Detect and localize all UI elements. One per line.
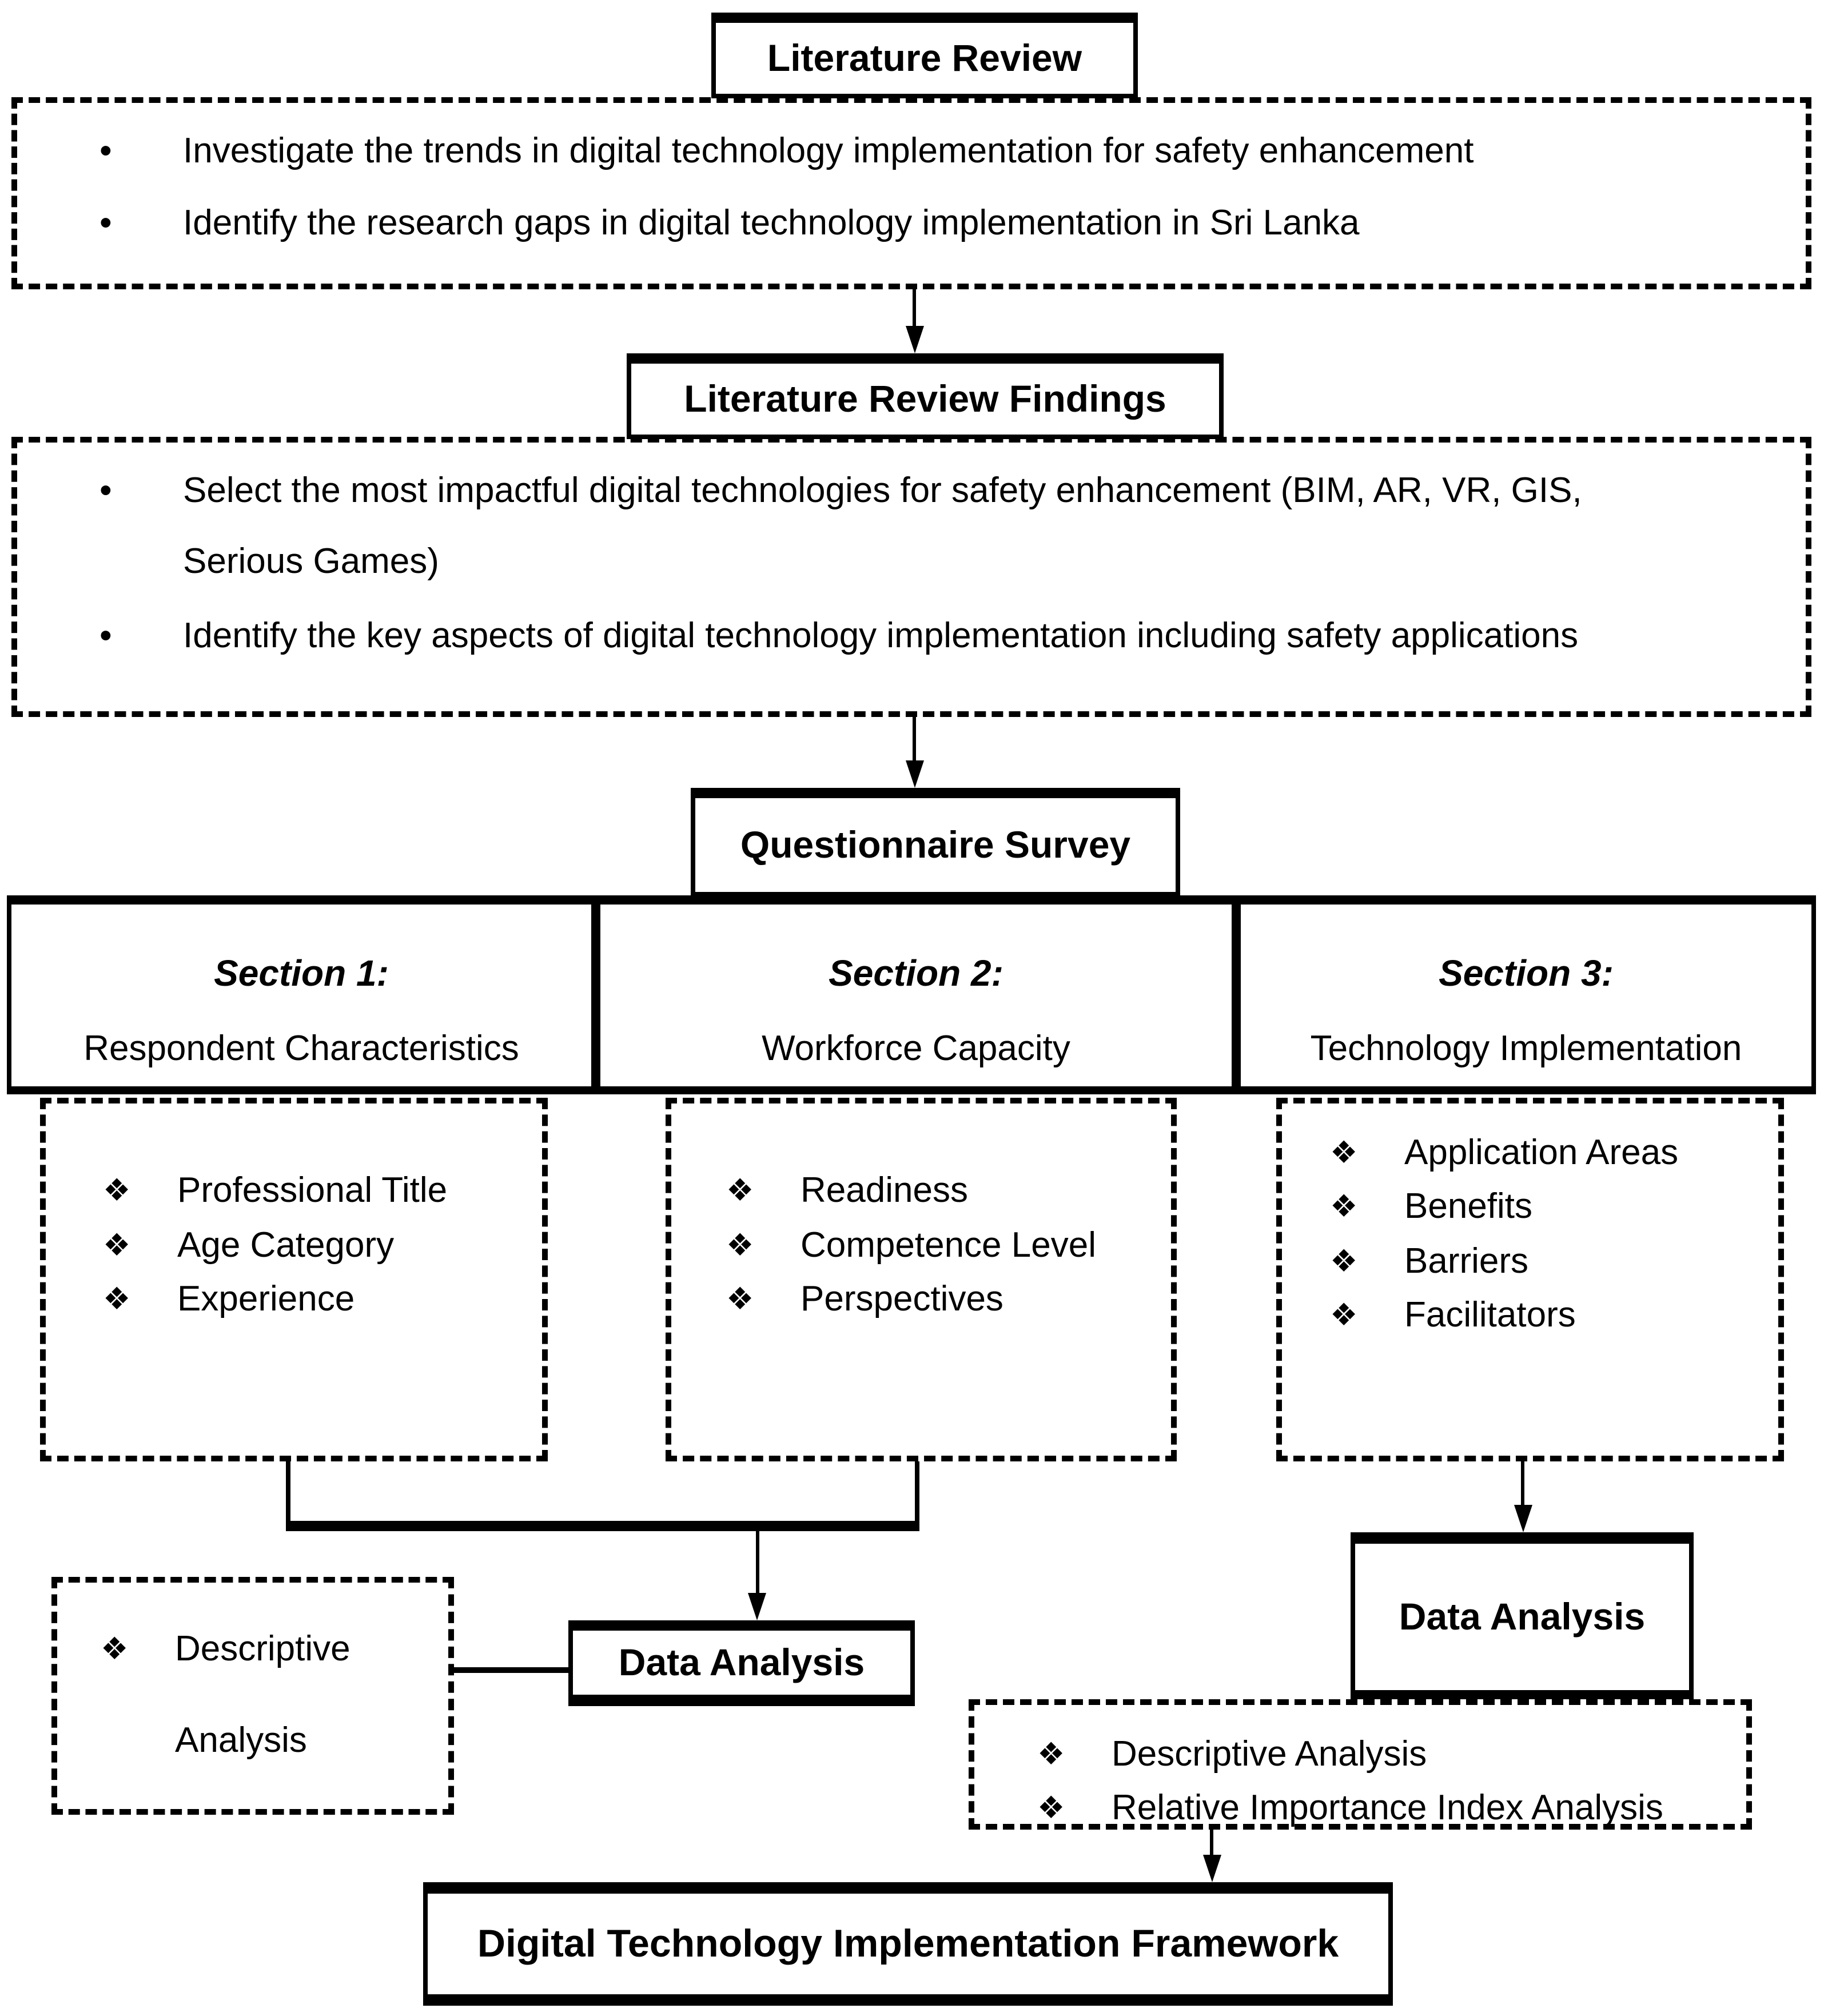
flow-line xyxy=(756,1531,759,1595)
diamond-bullet-icon: ❖ xyxy=(726,1173,754,1207)
data-analysis-right-box: Data Analysis xyxy=(1351,1532,1694,1699)
flow-line xyxy=(1210,1830,1213,1857)
list-item: ❖ Benefits xyxy=(1330,1186,1533,1226)
section-3-box: Section 3: Technology Implementation xyxy=(1236,895,1816,1094)
arrowhead-icon xyxy=(906,760,924,788)
list-item: • Select the most impactful digital tech… xyxy=(99,470,1582,510)
data-analysis-right-title: Data Analysis xyxy=(1399,1595,1646,1637)
arrowhead-icon xyxy=(906,326,924,353)
diamond-bullet-icon: ❖ xyxy=(726,1228,754,1262)
list-item: ❖ Professional Title xyxy=(103,1170,448,1210)
flow-line xyxy=(913,717,916,763)
list-item: ❖ Experience xyxy=(103,1278,355,1318)
diamond-bullet-icon: ❖ xyxy=(1330,1135,1358,1169)
section-3-label: Section 3: xyxy=(1439,953,1614,994)
diamond-bullet-icon: ❖ xyxy=(1037,1790,1065,1824)
list-item-continuation: Serious Games) xyxy=(183,541,439,581)
list-item: ❖ Age Category xyxy=(103,1225,395,1265)
list-item: ❖ Readiness xyxy=(726,1170,968,1210)
bullet-icon: • xyxy=(99,202,112,242)
questionnaire-survey-title: Questionnaire Survey xyxy=(740,823,1131,866)
list-item: • Investigate the trends in digital tech… xyxy=(99,130,1474,170)
left-analysis-items-box: ❖ Descriptive Analysis xyxy=(51,1577,454,1815)
questionnaire-survey-box: Questionnaire Survey xyxy=(691,788,1180,897)
arrowhead-icon xyxy=(1514,1505,1532,1532)
section-2-box: Section 2: Workforce Capacity xyxy=(596,895,1236,1094)
list-item: ❖ Perspectives xyxy=(726,1278,1003,1318)
section-1-box: Section 1: Respondent Characteristics xyxy=(7,895,596,1094)
list-item: ❖ Relative Importance Index Analysis xyxy=(1037,1787,1663,1827)
section-2-name: Workforce Capacity xyxy=(762,1028,1070,1068)
framework-title: Digital Technology Implementation Framew… xyxy=(477,1922,1339,1965)
diamond-bullet-icon: ❖ xyxy=(103,1173,131,1207)
diamond-bullet-icon: ❖ xyxy=(1037,1736,1065,1771)
right-analysis-items-box: ❖ Descriptive Analysis ❖ Relative Import… xyxy=(969,1699,1752,1830)
data-analysis-left-box: Data Analysis xyxy=(568,1620,915,1706)
list-item: • Identify the key aspects of digital te… xyxy=(99,615,1579,655)
list-item: ❖ Competence Level xyxy=(726,1225,1096,1265)
flow-line xyxy=(286,1521,919,1531)
literature-review-findings-title: Literature Review Findings xyxy=(684,377,1166,420)
flow-line xyxy=(454,1667,568,1673)
flow-line xyxy=(286,1461,290,1525)
arrowhead-icon xyxy=(1203,1855,1221,1882)
bullet-icon: • xyxy=(99,130,112,170)
diamond-bullet-icon: ❖ xyxy=(1330,1189,1358,1223)
section-1-items-box: ❖ Professional Title ❖ Age Category ❖ Ex… xyxy=(40,1098,548,1461)
section-2-items-box: ❖ Readiness ❖ Competence Level ❖ Perspec… xyxy=(666,1098,1177,1461)
diamond-bullet-icon: ❖ xyxy=(1330,1244,1358,1278)
bullet-icon: • xyxy=(99,615,112,655)
diamond-bullet-icon: ❖ xyxy=(726,1281,754,1316)
diamond-bullet-icon: ❖ xyxy=(103,1281,131,1316)
list-item: ❖ Facilitators xyxy=(1330,1294,1576,1334)
literature-review-findings-box: Literature Review Findings xyxy=(627,353,1224,439)
list-item: ❖ Descriptive xyxy=(101,1628,351,1668)
diamond-bullet-icon: ❖ xyxy=(101,1631,129,1666)
list-item: ❖ Descriptive Analysis xyxy=(1037,1734,1427,1774)
list-item: ❖ Barriers xyxy=(1330,1241,1529,1281)
bullet-icon: • xyxy=(99,470,112,510)
findings-detail-box: • Select the most impactful digital tech… xyxy=(11,437,1811,717)
framework-box: Digital Technology Implementation Framew… xyxy=(423,1882,1393,2006)
flow-line xyxy=(915,1461,919,1525)
literature-review-detail-box: • Investigate the trends in digital tech… xyxy=(11,97,1811,289)
section-1-name: Respondent Characteristics xyxy=(83,1028,519,1068)
list-item-continuation: Analysis xyxy=(175,1720,307,1760)
list-item: ❖ Application Areas xyxy=(1330,1132,1679,1172)
data-analysis-left-title: Data Analysis xyxy=(618,1641,865,1683)
section-3-name: Technology Implementation xyxy=(1310,1028,1742,1068)
diamond-bullet-icon: ❖ xyxy=(1330,1297,1358,1332)
flow-line xyxy=(1521,1461,1524,1507)
section-2-label: Section 2: xyxy=(829,953,1003,994)
list-item: • Identify the research gaps in digital … xyxy=(99,202,1360,242)
literature-review-box: Literature Review xyxy=(711,13,1138,98)
diamond-bullet-icon: ❖ xyxy=(103,1228,131,1262)
arrowhead-icon xyxy=(748,1593,766,1620)
flow-line xyxy=(913,289,916,327)
literature-review-title: Literature Review xyxy=(767,37,1082,79)
section-3-items-box: ❖ Application Areas ❖ Benefits ❖ Barrier… xyxy=(1276,1098,1784,1461)
section-1-label: Section 1: xyxy=(214,953,389,994)
